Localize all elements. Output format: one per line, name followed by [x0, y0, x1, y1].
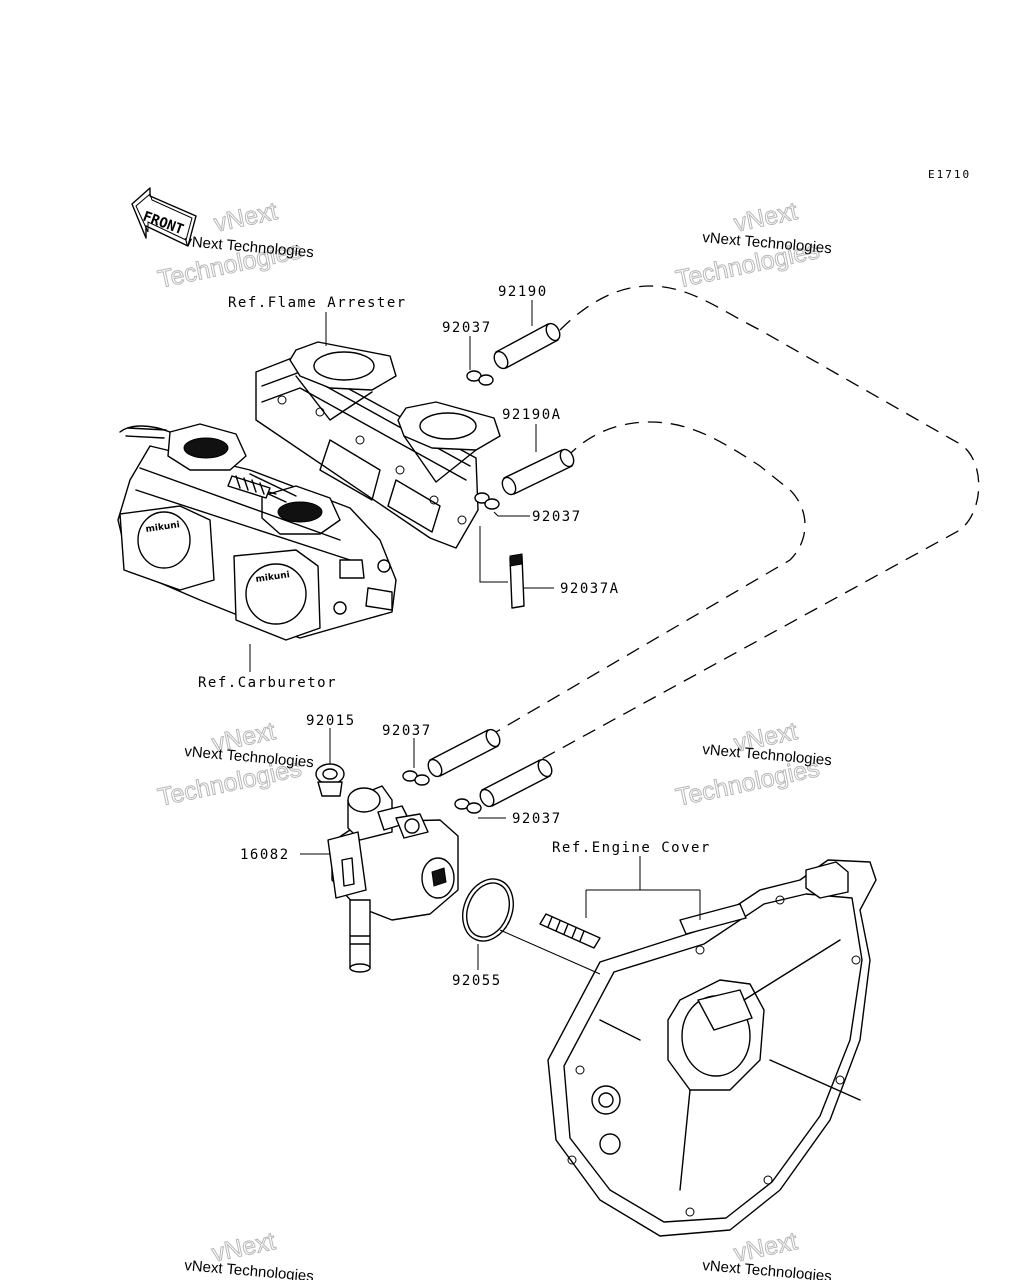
diagram-code: E1710 — [928, 168, 971, 181]
grommet-92015 — [315, 763, 345, 797]
hose-92190a — [501, 448, 575, 496]
watermark-mid-right: vNext Technologies vNext Technologies — [673, 717, 833, 813]
watermark-bottom-right: vNext vNext Technologies — [702, 1227, 833, 1280]
hose-92190 — [493, 322, 561, 370]
clamp-92037-lower2 — [454, 798, 482, 814]
o-ring-92055 — [462, 878, 514, 942]
clamp-92037-lower1 — [402, 770, 430, 786]
label-92190: 92190 — [498, 284, 548, 300]
fuel-cock-16082 — [327, 785, 459, 973]
clamp-92037-mid — [474, 492, 500, 510]
svg-text:mikuni: mikuni — [255, 570, 290, 585]
tie-band-92037a — [509, 553, 525, 609]
label-92037-lower2: 92037 — [512, 811, 562, 827]
svg-text:vNext: vNext — [211, 197, 279, 238]
label-ref-engine-cover: Ref.Engine Cover — [552, 840, 711, 856]
label-ref-flame-arrester: Ref.Flame Arrester — [228, 295, 407, 311]
watermark-top-right: vNext Technologies vNext Technologies — [673, 197, 833, 295]
svg-text:mikuni: mikuni — [145, 520, 180, 535]
clamp-92037-top — [466, 370, 494, 386]
flame-arrester-manifold — [255, 341, 501, 549]
label-92055: 92055 — [452, 973, 502, 989]
hose-routing-dashed — [495, 285, 980, 761]
label-92037-lower1: 92037 — [382, 723, 432, 739]
engine-cover — [547, 859, 877, 1237]
hose-lower-1 — [427, 728, 501, 778]
label-92037a: 92037A — [560, 581, 620, 597]
label-92190a: 92190A — [502, 407, 562, 423]
label-92037-mid: 92037 — [532, 509, 582, 525]
label-16082: 16082 — [240, 847, 290, 863]
label-ref-carburetor: Ref.Carburetor — [198, 675, 337, 691]
label-92037-top: 92037 — [442, 320, 492, 336]
hose-lower-2 — [479, 758, 553, 808]
label-92015: 92015 — [306, 713, 356, 729]
watermark-mid-left: vNext Technologies vNext Technologies — [155, 717, 315, 813]
carburetor-assembly: mikuni mikuni — [117, 423, 397, 641]
stud-bolt — [539, 913, 601, 949]
leader-lines — [249, 300, 701, 975]
watermark-bottom-left: vNext vNext Technologies — [184, 1227, 315, 1280]
